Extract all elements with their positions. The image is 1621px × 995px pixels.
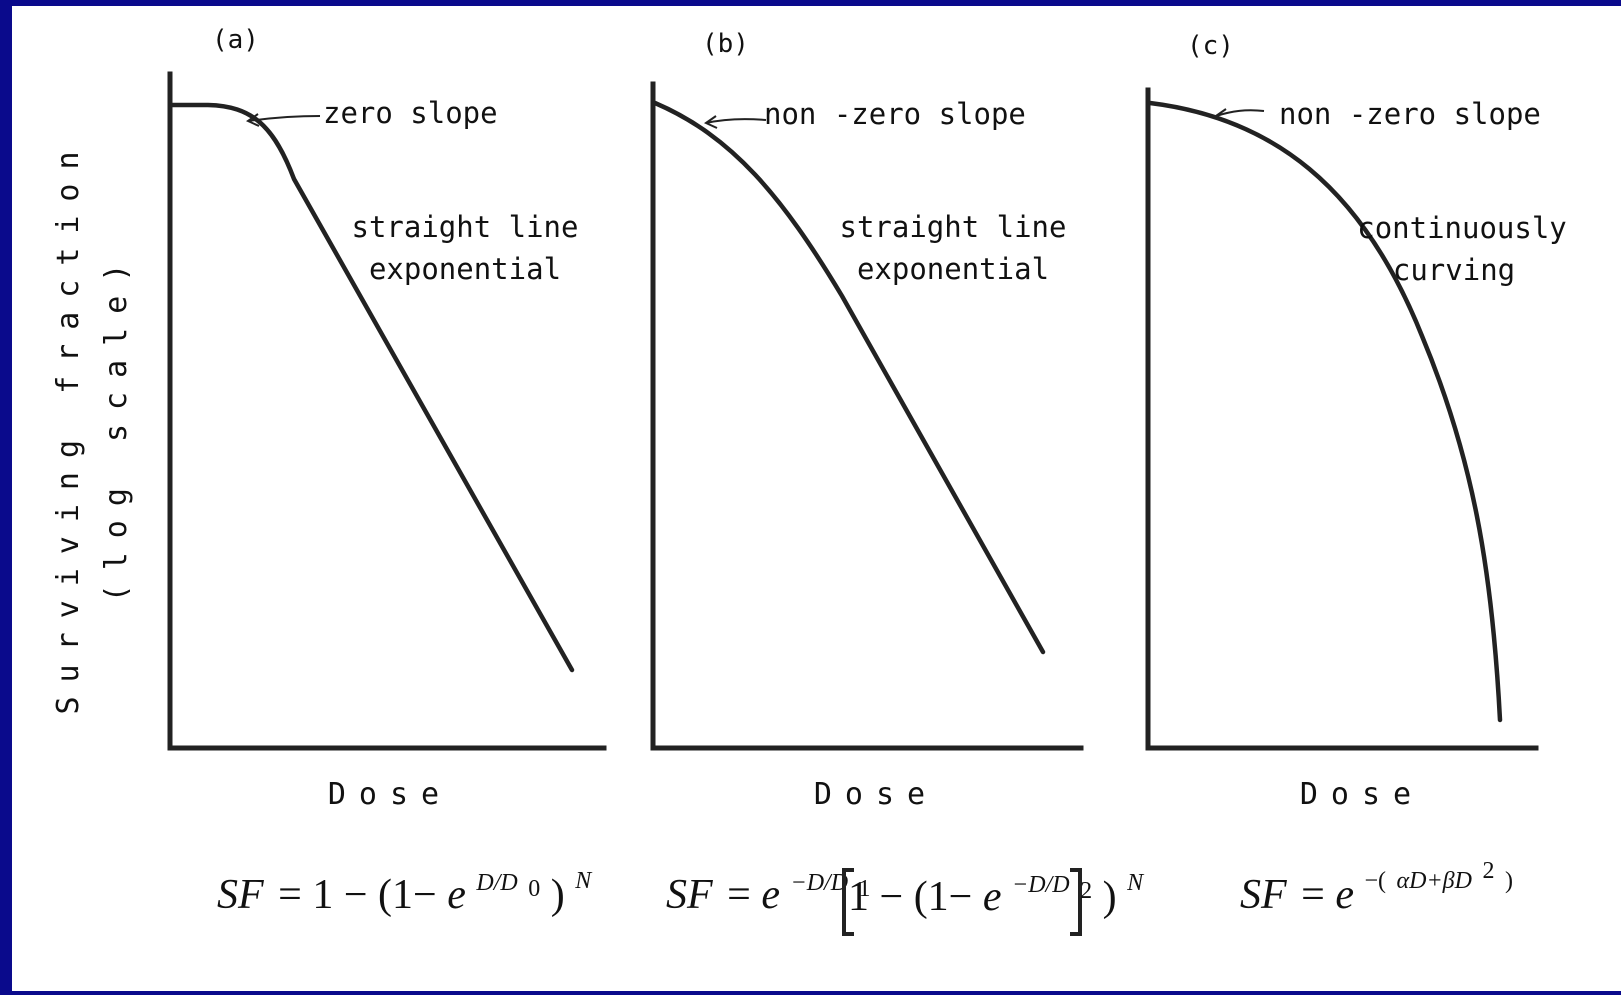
- eq-b-e1: e: [761, 872, 780, 918]
- panel-c-slope-note: non -zero slope: [1279, 97, 1541, 131]
- panel-b-curve: [652, 100, 1046, 655]
- eq-b-e2: e: [983, 874, 1002, 920]
- eq-b-inner-one: 1: [848, 874, 869, 920]
- panel-a-label: (a): [212, 25, 259, 55]
- panel-a-axes: [167, 71, 607, 751]
- equation-a: SF = 1 − (1− e D/D 0 ) N: [217, 854, 593, 918]
- y-axis-label: Surviving fraction (log scale): [51, 137, 134, 714]
- y-axis-label-line1: Surviving fraction: [51, 137, 86, 714]
- eq-a-equals: =: [278, 872, 302, 918]
- eq-a-minus: −: [344, 872, 368, 918]
- eq-b-power: N: [1126, 870, 1145, 896]
- panel-a-curve-note-1: straight line: [352, 210, 579, 244]
- eq-c-equals: =: [1301, 872, 1325, 918]
- panel-c-arrow: [1215, 109, 1265, 117]
- eq-c-e: e: [1335, 872, 1354, 918]
- panel-a: (a) zero slope straight line exponential…: [167, 25, 607, 812]
- panel-c-curve-note-1: continuously: [1357, 211, 1567, 245]
- eq-b-exponent2: −D/D: [1012, 872, 1070, 898]
- survival-curves-diagram: Surviving fraction (log scale) (a) zero …: [51, 25, 1567, 936]
- panel-a-slope-note: zero slope: [323, 96, 498, 130]
- equation-c: SF = e −( αD+βD 2 ): [1240, 842, 1513, 918]
- eq-a-one: 1: [312, 872, 333, 918]
- eq-b-left-bracket: [842, 868, 854, 936]
- eq-b-exponent1-sub: 1: [859, 876, 871, 902]
- panel-b-curve-note-1: straight line: [840, 210, 1067, 244]
- eq-c-exponent-open: −(: [1365, 868, 1387, 894]
- eq-a-close: ): [551, 872, 565, 918]
- eq-b-close: ): [1103, 874, 1117, 920]
- panel-b-slope-note: non -zero slope: [764, 97, 1026, 131]
- eq-c-lhs: SF: [1240, 872, 1287, 918]
- panel-c-x-label: Dose: [1300, 777, 1424, 812]
- eq-a-open: (1−: [378, 872, 437, 918]
- panel-c-arrowhead: [1213, 108, 1228, 122]
- eq-b-exponent1: −D/D: [791, 870, 849, 896]
- eq-b-right-bracket: [1070, 868, 1082, 936]
- y-axis-label-line2: (log scale): [99, 250, 134, 603]
- svg-text:SF = e −D/D: SF = e −D/D 1: [666, 854, 871, 918]
- panel-a-curve: [169, 102, 575, 673]
- panel-a-x-label: Dose: [328, 777, 452, 812]
- eq-a-power: N: [574, 868, 593, 894]
- panel-c-label: (c): [1187, 31, 1234, 61]
- svg-text:1 − (1− e: 1 − (1− e −D/D 2 ) N: [848, 856, 1145, 920]
- panel-b-curve-note-2: exponential: [857, 252, 1049, 286]
- panel-a-arrow: [247, 115, 321, 122]
- eq-b-equals: =: [727, 872, 751, 918]
- eq-c-exponent-body: αD+βD: [1397, 868, 1472, 894]
- panel-b: (b) non -zero slope straight line expone…: [650, 29, 1084, 812]
- eq-a-exponent: D/D: [475, 870, 517, 896]
- panel-b-axes: [650, 81, 1084, 751]
- panel-b-x-label: Dose: [814, 777, 938, 812]
- equation-b: SF = e −D/D 1 1 − (1− e −D/D 2 ) N: [666, 854, 1145, 936]
- eq-a-e: e: [447, 872, 466, 918]
- panel-c-axes: [1145, 87, 1539, 751]
- eq-c-exponent-close: ): [1505, 868, 1513, 894]
- panel-c-curve: [1147, 100, 1503, 723]
- diagram-frame: Surviving fraction (log scale) (a) zero …: [12, 6, 1621, 991]
- panel-c: (c) non -zero slope continuously curving…: [1145, 31, 1567, 812]
- panel-b-arrow: [705, 118, 767, 124]
- eq-a-exponent-sub: 0: [528, 876, 540, 902]
- eq-b-open: (1−: [914, 874, 973, 920]
- panel-a-curve-note-2: exponential: [369, 252, 561, 286]
- eq-b-exponent2-sub: 2: [1080, 878, 1092, 904]
- panel-b-label: (b): [702, 29, 749, 59]
- panel-b-arrowhead: [703, 115, 718, 129]
- eq-b-minus: −: [880, 874, 904, 920]
- panel-a-arrowhead: [245, 113, 260, 127]
- eq-b-lhs: SF: [666, 872, 713, 918]
- eq-c-exponent-square: 2: [1482, 858, 1494, 884]
- panel-c-curve-note-2: curving: [1393, 253, 1515, 287]
- eq-a-lhs: SF: [217, 872, 264, 918]
